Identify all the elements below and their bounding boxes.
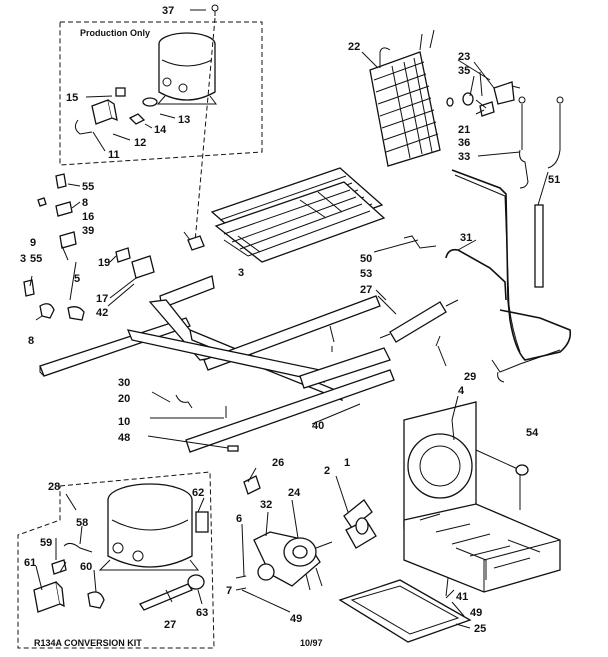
callout-7: 7 — [226, 585, 232, 597]
callout-49a: 49 — [290, 613, 302, 625]
callout-24: 24 — [288, 487, 301, 499]
left-small-parts — [23, 173, 205, 321]
callout-21: 21 — [458, 124, 470, 136]
callout-27a: 27 — [360, 284, 372, 296]
callout-22: 22 — [348, 41, 360, 53]
callout-33: 33 — [458, 151, 470, 163]
filter-drier — [329, 235, 459, 352]
fan-bracket — [403, 401, 561, 597]
callout-3b: 3 — [238, 267, 244, 279]
callout-2: 2 — [324, 465, 330, 477]
relay-and-overload — [74, 87, 158, 135]
callout-30: 30 — [118, 377, 130, 389]
callout-16: 16 — [82, 211, 94, 223]
callout-23: 23 — [458, 51, 470, 63]
callout-27b: 27 — [164, 619, 176, 631]
callout-13: 13 — [178, 114, 190, 126]
callout-42: 42 — [96, 307, 108, 319]
callout-17: 17 — [96, 293, 108, 305]
callout-6: 6 — [236, 513, 242, 525]
callout-36: 36 — [458, 137, 470, 149]
callout-4: 4 — [458, 385, 465, 397]
callout-9: 9 — [30, 237, 36, 249]
callout-35: 35 — [458, 65, 470, 77]
compressor-production — [156, 32, 217, 105]
callout-49b: 49 — [470, 607, 482, 619]
compressor-kit — [98, 483, 209, 571]
callout-1: 1 — [344, 457, 350, 469]
callout-60: 60 — [80, 561, 92, 573]
callout-32: 32 — [260, 499, 272, 511]
production-only-box: Production Only — [59, 21, 263, 166]
leader-lines — [35, 51, 549, 629]
production-only-caption: Production Only — [80, 28, 150, 38]
condenser-coil — [369, 29, 441, 167]
callout-8b: 8 — [28, 335, 34, 347]
callout-62: 62 — [192, 487, 204, 499]
callout-59: 59 — [40, 537, 52, 549]
callout-37: 37 — [162, 5, 174, 17]
screw-37 — [190, 4, 219, 243]
callout-labels: 37 15 13 14 12 11 22 23 35 21 36 33 51 5… — [20, 5, 560, 635]
callout-61: 61 — [24, 557, 36, 569]
callout-55a: 55 — [82, 181, 94, 193]
chassis-frame — [39, 275, 395, 453]
callout-50: 50 — [360, 253, 372, 265]
callout-11: 11 — [108, 149, 120, 161]
callout-14: 14 — [154, 124, 167, 136]
callout-54: 54 — [526, 427, 539, 439]
callout-31: 31 — [460, 232, 472, 244]
callout-28: 28 — [48, 481, 60, 493]
callout-58: 58 — [76, 517, 88, 529]
drain-pan — [338, 579, 472, 643]
callout-63: 63 — [196, 607, 208, 619]
callout-3a: 3 — [20, 253, 26, 265]
callout-15: 15 — [66, 92, 78, 104]
callout-53: 53 — [360, 268, 372, 280]
callout-55b: 55 — [30, 253, 42, 265]
callout-8a: 8 — [82, 197, 88, 209]
date-code: 10/97 — [300, 638, 323, 648]
callout-29: 29 — [464, 371, 476, 383]
callout-41: 41 — [456, 591, 468, 603]
callout-39: 39 — [82, 225, 94, 237]
callout-48: 48 — [118, 432, 130, 444]
callout-19: 19 — [98, 257, 110, 269]
callout-5: 5 — [74, 273, 80, 285]
fan-motor-assembly — [235, 475, 377, 591]
callout-20: 20 — [118, 393, 130, 405]
callout-10: 10 — [118, 416, 130, 428]
callout-12: 12 — [134, 137, 146, 149]
conversion-kit-box: R134A CONVERSION KIT — [17, 471, 215, 649]
callout-25: 25 — [474, 623, 486, 635]
callout-51: 51 — [548, 174, 560, 186]
conversion-kit-caption: R134A CONVERSION KIT — [34, 638, 142, 648]
callout-26: 26 — [272, 457, 284, 469]
callout-40: 40 — [312, 420, 324, 432]
refrigerant-tubing — [445, 96, 572, 383]
evaporator-coil — [210, 167, 386, 263]
